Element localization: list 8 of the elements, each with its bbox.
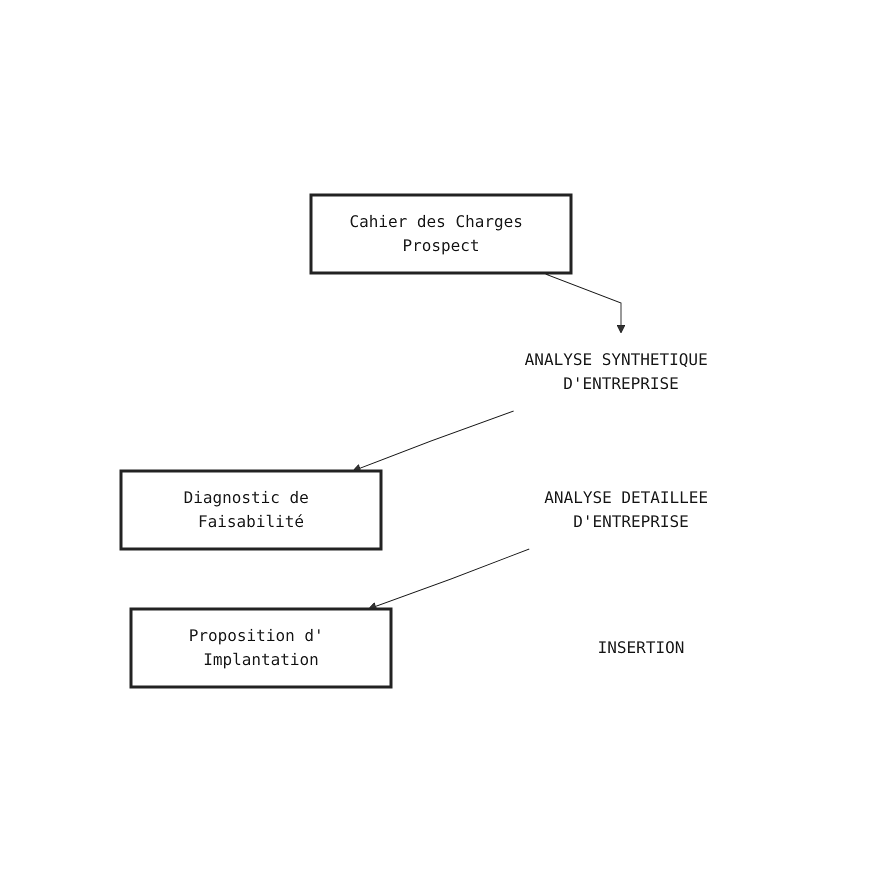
- node-text: INSERTION: [597, 638, 684, 656]
- node-text: ANALYSE DETAILLEE D'ENTREPRISE: [544, 488, 708, 530]
- node-box: Diagnostic de Faisabilité: [119, 469, 382, 550]
- node-box: Proposition d' Implantation: [129, 607, 392, 688]
- arrow: [368, 548, 530, 610]
- node-box: Cahier des Charges Prospect: [309, 193, 572, 274]
- arrow: [352, 410, 514, 472]
- node-text: ANALYSE SYNTHETIQUE D'ENTREPRISE: [524, 350, 708, 392]
